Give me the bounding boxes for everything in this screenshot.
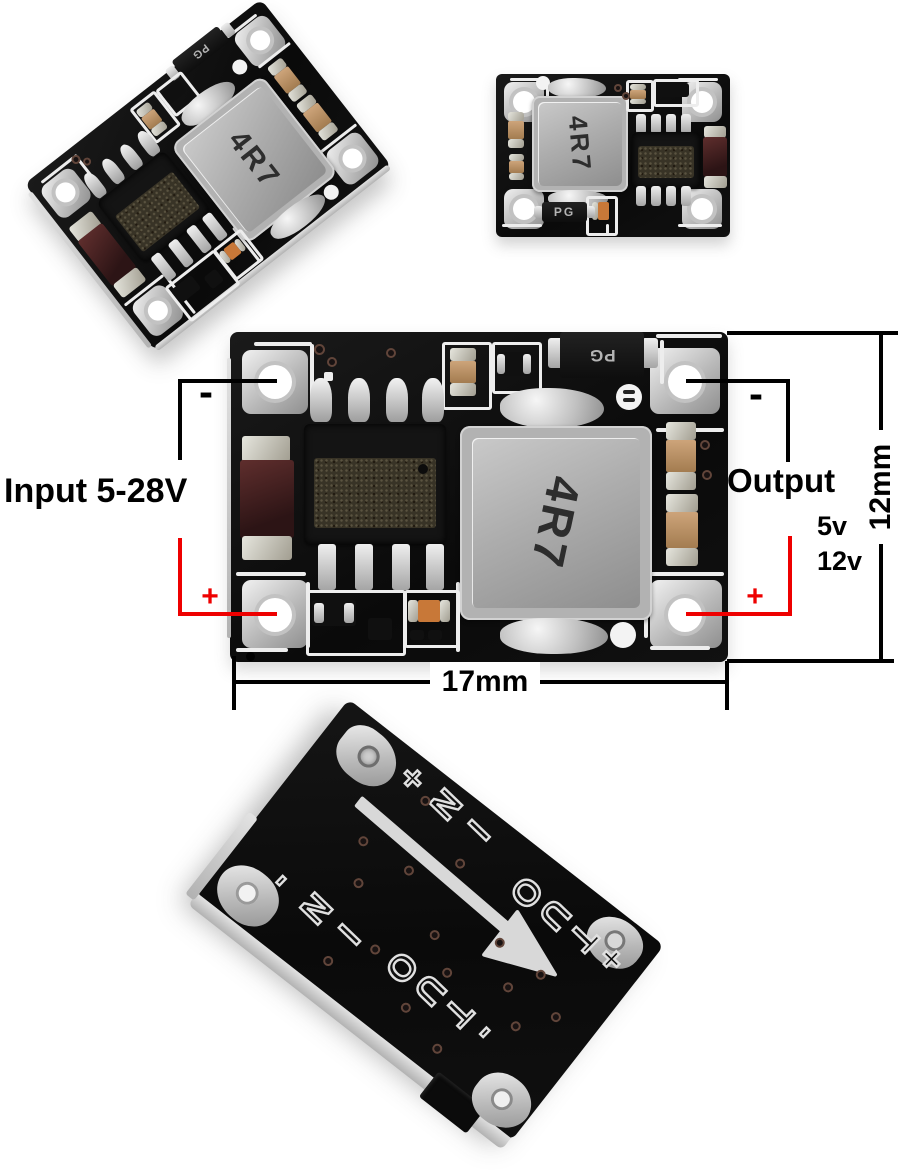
flow-arrow	[354, 796, 557, 977]
output-voltage-5v: 5v	[817, 511, 848, 541]
output-pos-line-h	[686, 612, 792, 616]
output-plus-sign: +	[746, 580, 764, 613]
height-dimension-label: 12mm	[863, 430, 899, 544]
width-dim-tick-right	[725, 661, 729, 710]
pcb-front-main: PG 4R7	[227, 332, 728, 662]
height-dim-cap-bottom	[727, 659, 894, 663]
pg-diode: PG	[560, 332, 644, 378]
inductor-marking: 4R7	[520, 471, 592, 575]
output-voltage-12v: 12v	[817, 546, 863, 576]
pcb-front-small: 4R7 PG	[496, 74, 730, 237]
width-dimension-label: 17mm	[430, 662, 540, 702]
test-point	[616, 384, 642, 410]
pcb-front-angled: PG 4R	[24, 0, 392, 352]
input-capacitor	[240, 460, 294, 538]
output-label: Output	[727, 462, 836, 499]
mount-hole	[513, 198, 535, 220]
diode-marking: PG	[189, 41, 212, 62]
height-dim-cap-top	[727, 331, 898, 335]
photo-angled-front: PG 4R	[0, 0, 460, 360]
input-pos-line-v	[178, 538, 182, 616]
inductor-marking: 4R7	[563, 114, 598, 174]
input-pos-line-h	[178, 612, 277, 616]
mount-hole	[513, 91, 535, 113]
input-neg-line-h	[178, 379, 277, 383]
input-neg-line-v	[178, 379, 182, 460]
output-neg-line-v	[786, 379, 790, 462]
input-label: Input 5-28V	[4, 472, 188, 510]
test-point	[610, 622, 636, 648]
output-capacitor	[703, 137, 727, 177]
pg-diode: PG	[171, 25, 230, 78]
diode-marking: PG	[588, 346, 616, 365]
diode-marking: PG	[553, 205, 576, 219]
input-minus-sign: -	[199, 368, 213, 415]
output-minus-sign: -	[749, 370, 763, 417]
pg-diode: PG	[542, 202, 587, 222]
mount-hole	[691, 198, 713, 220]
input-plus-sign: +	[201, 580, 219, 613]
output-neg-line-h	[686, 379, 790, 383]
output-pos-line-v	[788, 536, 792, 616]
